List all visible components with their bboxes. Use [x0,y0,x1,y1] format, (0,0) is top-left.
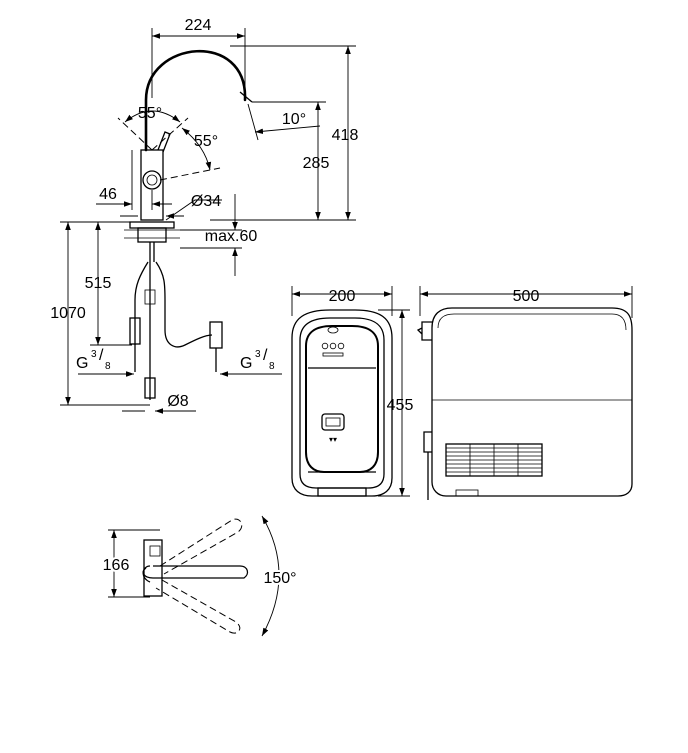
dim-hose-length: 515 [85,275,112,292]
faucet-top-view: 150° 166 [101,515,299,637]
deck-washer [129,221,175,229]
chiller-side-connector-bottom [423,431,432,453]
dim-base-diameter: Ø34 [191,193,221,210]
lever-side-ray [159,167,221,181]
dim-height-ext [210,45,356,221]
hose-right [155,261,213,348]
faucet-spout [144,49,247,152]
top-view-lever [149,545,161,557]
lever-angle-ray-right [151,117,189,151]
chiller-front-housing [291,309,393,497]
grohe-logo-icon [327,326,339,334]
chiller-front-view: ▾▾ 200 455 [291,286,414,497]
dim-total-height: 418 [332,127,359,144]
chiller-side-foot [455,489,479,497]
lever-angle-ray-left [117,117,153,151]
dim-60-ext [180,229,242,249]
dim-500-ext [419,286,633,318]
lever-side-arc [181,127,212,171]
thread-left-g: G [76,355,88,372]
dim-46-ext [131,150,153,210]
pipe-fitting [144,377,156,399]
fitting-stems [134,344,217,372]
dim-chiller-height: 455 [387,397,414,414]
dim-outlet-height: 285 [303,155,330,172]
chiller-side-top-edge [437,313,627,331]
vent-grille [445,443,543,477]
dim-total-length: 1070 [50,305,86,322]
dim-spout-tilt-ray [247,103,259,141]
thread-right-den: 8 [269,361,275,372]
dim-top-depth: 166 [103,557,130,574]
dim-224-ext [151,28,246,98]
dim-chiller-depth: 500 [513,288,540,305]
faucet-control-knob [142,170,162,190]
dim-lever-offset: 46 [99,186,117,203]
dim-spout-reach: 224 [185,17,212,34]
spout-tip [239,91,253,103]
chiller-front-panel [305,325,379,473]
dim-swivel-arc [261,515,280,637]
thread-left-num: 3 [91,349,97,360]
dim-lever-top-angle: 55° [138,105,162,122]
chiller-front-foot [317,487,367,497]
filter-symbols: ▾▾ [329,435,337,444]
hose-connector [144,289,156,305]
thread-right-num: 3 [255,349,261,360]
chiller-side-view: 500 [416,286,633,500]
deck-surface [124,229,180,239]
faucet-front-view: 224 55° 55° 10° 418 285 46 Ø34 max.60 51… [50,17,358,411]
dim-34-leader [165,199,222,221]
dim-deck-thickness: max.60 [205,228,258,245]
status-light-icons [321,342,345,357]
chiller-side-connector-top [416,321,432,341]
top-view-body [143,539,163,597]
hose-left [134,261,149,345]
chiller-front-inner [299,317,385,489]
dim-200-ext [291,286,393,316]
top-view-spout-base [142,565,151,583]
top-view-spout [142,565,249,579]
dim-spout-tilt: 10° [282,111,306,128]
mounting-stem [149,242,155,262]
dim-swivel-angle: 150° [263,570,296,587]
thread-left-den: 8 [105,361,111,372]
thread-right-slash: / [263,347,268,364]
chiller-panel-seams [308,367,376,473]
dim-chiller-width: 200 [329,288,356,305]
thread-left-slash: / [99,347,104,364]
thread-right-g: G [240,355,252,372]
dim-lever-side-angle: 55° [194,133,218,150]
lever-angle-arc [124,110,181,123]
dim-spout-tilt-leader [254,125,321,135]
top-view-spout-swivel-down [155,579,241,634]
mounting-nut [137,227,167,243]
dim-pipe-diameter: Ø8 [167,393,188,410]
chiller-side-housing [431,307,633,497]
filter-display-icon: ▾▾ [321,413,345,444]
